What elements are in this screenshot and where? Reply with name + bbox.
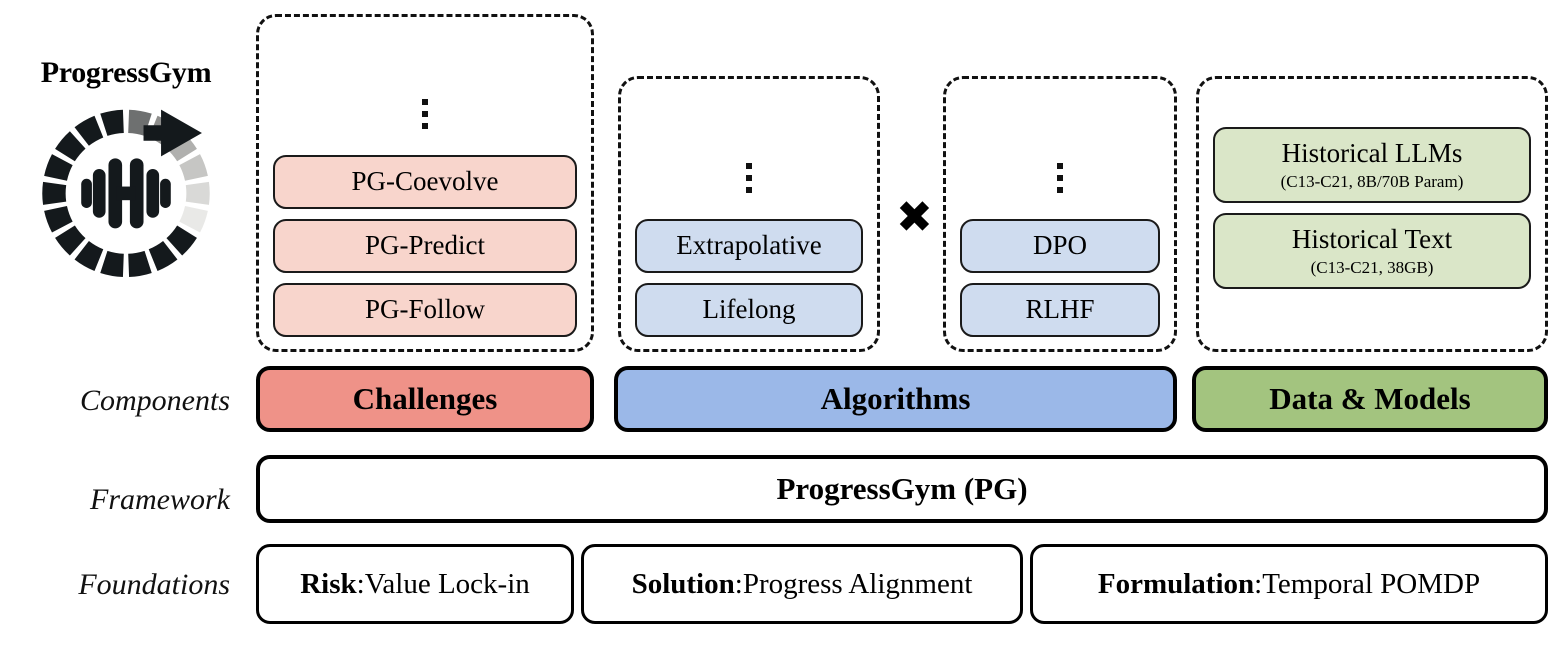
brand-logo-block: ProgressGym (8, 56, 244, 281)
chip-pg-follow[interactable]: PG-Follow (273, 283, 577, 337)
foundation-value: Value Lock-in (364, 567, 530, 600)
framework-bar[interactable]: ProgressGym (PG) (256, 455, 1548, 523)
progress-dumbbell-logo-icon (42, 109, 210, 278)
chip-historical-text[interactable]: Historical Text (C13-C21, 38GB) (1213, 213, 1531, 290)
chip-title: PG-Follow (364, 294, 486, 325)
vertical-ellipsis-icon (746, 163, 752, 194)
chip-lifelong[interactable]: Lifelong (635, 283, 863, 337)
row-label-framework: Framework (90, 483, 230, 516)
foundation-card-formulation[interactable]: Formulation: Temporal POMDP (1030, 544, 1548, 624)
foundation-value: Progress Alignment (742, 567, 973, 600)
chip-title: Historical Text (1291, 224, 1453, 254)
chip-title: Historical LLMs (1281, 137, 1463, 168)
framework-bar-label: ProgressGym (PG) (776, 471, 1028, 506)
chip-subtitle: (C13-C21, 8B/70B Param) (1280, 171, 1464, 191)
chip-historical-llms[interactable]: Historical LLMs (C13-C21, 8B/70B Param) (1213, 126, 1531, 203)
chip-pg-coevolve[interactable]: PG-Coevolve (273, 155, 577, 210)
chip-title: Extrapolative (676, 230, 822, 261)
chip-extrapolative[interactable]: Extrapolative (635, 219, 863, 274)
foundation-separator: : (734, 567, 743, 600)
chip-rlhf[interactable]: RLHF (960, 283, 1160, 337)
chip-title: PG-Coevolve (351, 166, 499, 197)
foundation-key: Solution (631, 567, 735, 600)
component-bar-label: Algorithms (820, 381, 971, 416)
foundation-key: Risk (300, 567, 357, 600)
foundation-card-risk[interactable]: Risk: Value Lock-in (256, 544, 574, 624)
row-label-components: Components (80, 384, 230, 417)
chip-dpo[interactable]: DPO (960, 219, 1160, 274)
chip-subtitle: (C13-C21, 38GB) (1310, 257, 1434, 277)
component-bar-data-and-models[interactable]: Data & Models (1192, 366, 1548, 432)
group-challenges: PG-Coevolve PG-Predict PG-Follow (256, 14, 594, 352)
multiply-operator-icon: ✖ (896, 193, 933, 242)
chip-pg-predict[interactable]: PG-Predict (273, 219, 577, 274)
group-algorithm-paradigms: Extrapolative Lifelong (618, 76, 880, 352)
component-bar-algorithms[interactable]: Algorithms (614, 366, 1177, 432)
page-title: ProgressGym (40, 56, 212, 89)
chip-title: RLHF (1025, 294, 1095, 325)
vertical-ellipsis-icon (1057, 163, 1063, 194)
group-algorithm-methods: DPO RLHF (943, 76, 1177, 352)
vertical-ellipsis-icon (422, 99, 428, 130)
foundation-key: Formulation (1097, 567, 1255, 600)
component-bar-challenges[interactable]: Challenges (256, 366, 594, 432)
foundation-separator: : (1254, 567, 1263, 600)
chip-title: DPO (1032, 230, 1087, 261)
foundation-separator: : (356, 567, 365, 600)
component-bar-label: Data & Models (1269, 381, 1471, 416)
foundation-value: Temporal POMDP (1262, 567, 1481, 600)
chip-title: Lifelong (702, 294, 796, 325)
group-data-and-models: Historical LLMs (C13-C21, 8B/70B Param) … (1196, 76, 1548, 352)
row-label-foundations: Foundations (78, 568, 230, 601)
component-bar-label: Challenges (352, 381, 498, 416)
foundation-card-solution[interactable]: Solution: Progress Alignment (581, 544, 1023, 624)
chip-title: PG-Predict (365, 230, 485, 261)
